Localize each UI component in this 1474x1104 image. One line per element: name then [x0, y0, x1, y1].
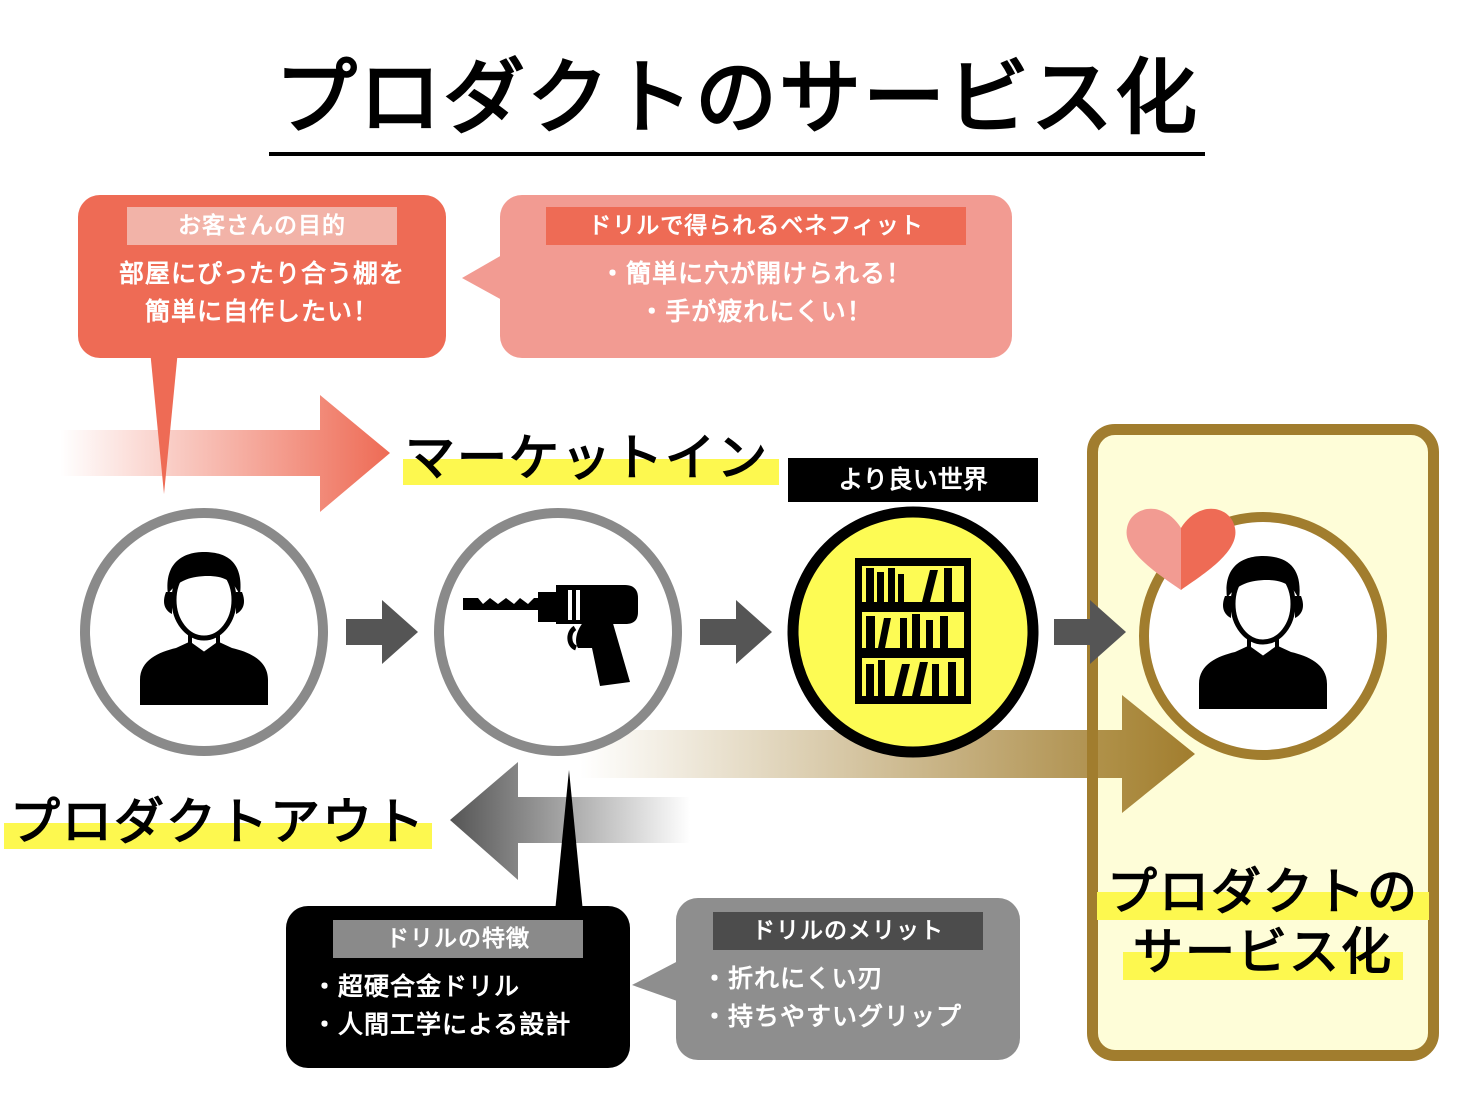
- purpose-bubble-tail: [150, 350, 178, 494]
- drill-benefit-line-1: ・簡単に穴が開けられる！: [599, 259, 912, 288]
- market-in-label: マーケットイン: [403, 433, 779, 485]
- service-label-line-2: サービス化: [1133, 923, 1393, 981]
- drill-feature-line-2: ・人間工学による設計: [312, 1010, 572, 1039]
- page-title: プロダクトのサービス化: [0, 51, 1474, 157]
- drill-benefit-line-2: ・手が疲れにくい！: [639, 297, 873, 326]
- flow-arrow-2: [700, 600, 772, 664]
- drill-feature-bubble: ドリルの特徴 ・超硬合金ドリル ・人間工学による設計: [286, 906, 630, 1068]
- drill-merit-bubble: ドリルのメリット ・折れにくい刃 ・持ちやすいグリップ: [676, 898, 1020, 1060]
- customer-purpose-heading: お客さんの目的: [127, 207, 397, 245]
- product-out-label: プロダクトアウト: [4, 797, 432, 849]
- customer-purpose-line-2: 簡単に自作したい！: [144, 297, 379, 326]
- drill-feature-line-1: ・超硬合金ドリル: [312, 972, 521, 1001]
- drill-circle: [434, 508, 682, 756]
- person-icon: [1199, 556, 1327, 709]
- benefit-bubble-tail: [462, 255, 502, 300]
- drill-feature-heading: ドリルの特徴: [333, 920, 583, 958]
- product-out-text: プロダクトアウト: [10, 793, 426, 851]
- market-in-arrow: [60, 395, 390, 512]
- drill-icon: [463, 585, 638, 686]
- service-label-line-1: プロダクトの: [1107, 863, 1419, 921]
- customer-purpose-line-1: 部屋にぴったり合う棚を: [118, 259, 405, 288]
- service-label: プロダクトの サービス化: [1090, 862, 1436, 982]
- merit-bubble-tail: [632, 960, 680, 1002]
- drill-merit-line-2: ・持ちやすいグリップ: [702, 1002, 963, 1031]
- better-world-tag: より良い世界: [788, 458, 1038, 502]
- feature-bubble-tail: [555, 770, 583, 912]
- market-in-text: マーケットイン: [405, 429, 769, 487]
- flow-arrow-3: [1054, 600, 1126, 664]
- customer-purpose-bubble: お客さんの目的 部屋にぴったり合う棚を 簡単に自作したい！: [78, 195, 446, 358]
- bookshelf-icon: [855, 558, 971, 704]
- page-title-text: プロダクトのサービス化: [268, 51, 1205, 157]
- drill-benefit-bubble: ドリルで得られるベネフィット ・簡単に穴が開けられる！ ・手が疲れにくい！: [500, 195, 1012, 358]
- flow-arrow-1: [346, 600, 418, 664]
- drill-benefit-heading: ドリルで得られるベネフィット: [546, 207, 966, 245]
- drill-merit-heading: ドリルのメリット: [713, 912, 983, 950]
- person-icon: [140, 552, 268, 705]
- heart-icon: [1126, 508, 1236, 590]
- drill-merit-line-1: ・折れにくい刃: [702, 964, 884, 993]
